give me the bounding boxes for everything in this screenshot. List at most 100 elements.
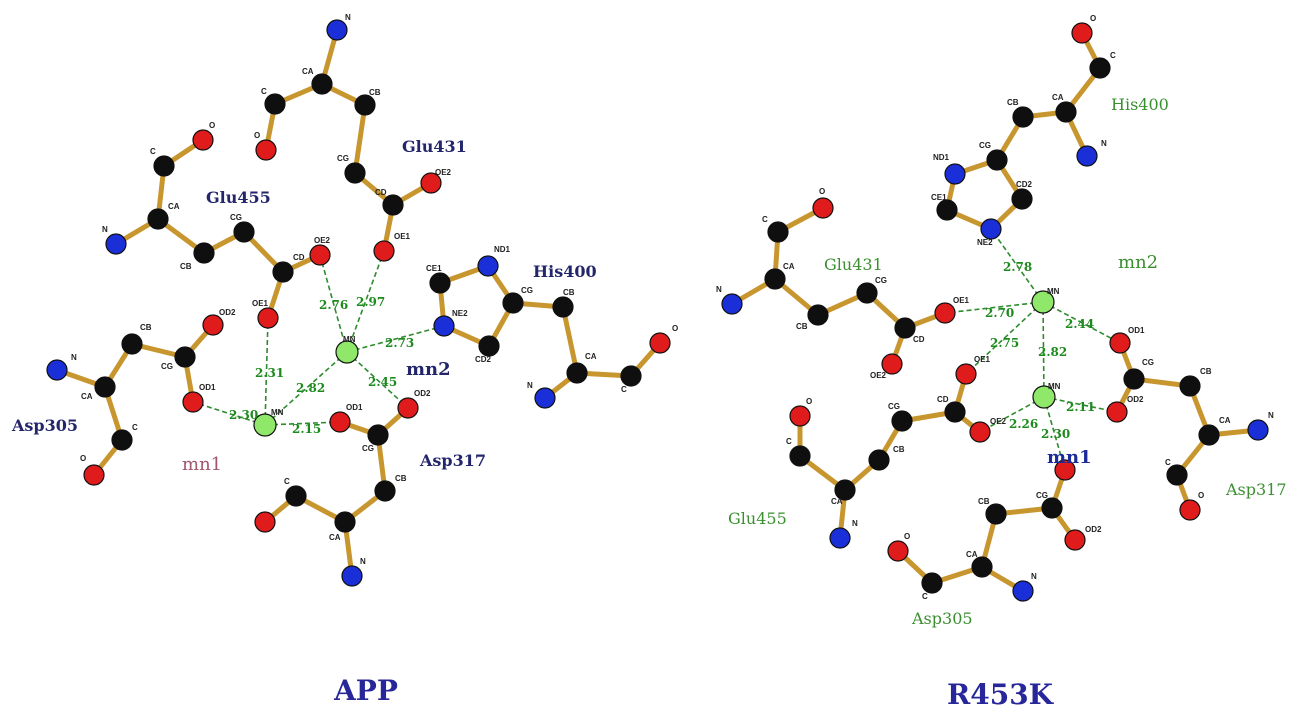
distance-label: 2.45 [368, 375, 397, 389]
atom-name-label: CA [329, 533, 341, 542]
atom-name-label: C [132, 423, 138, 432]
carbon-atom [174, 346, 196, 368]
atom-name-label: CB [180, 262, 192, 271]
atom-name-label: CA [966, 550, 978, 559]
atom-name-label: CE1 [426, 264, 442, 273]
atom-name-label: CG [521, 286, 533, 295]
atom-name-label: CA [1052, 93, 1064, 102]
nitrogen-atom [477, 255, 499, 277]
distance-label: 2.97 [356, 295, 385, 309]
distance-label: 2.70 [985, 306, 1014, 320]
oxygen-atom [254, 511, 276, 533]
atom-name-label: O [806, 397, 812, 406]
carbon-atom [807, 304, 829, 326]
carbon-atom [1166, 464, 1188, 486]
carbon-atom [985, 503, 1007, 525]
nitrogen-atom [433, 315, 455, 337]
atom-name-label: C [1165, 458, 1171, 467]
distance-label: 2.31 [255, 366, 284, 380]
atom-name-label: C [261, 87, 267, 96]
atom-name-label: O [1090, 14, 1096, 23]
atom-name-label: CA [831, 497, 843, 506]
atom-name-label: OD2 [1127, 395, 1144, 404]
atom-name-label: CG [161, 362, 173, 371]
atom-name-label: CB [140, 323, 152, 332]
atom-name-label: N [102, 225, 108, 234]
atom-name-label: OE2 [314, 236, 331, 245]
metal-label-mn2: mn2 [1118, 252, 1158, 273]
atom-name-label: CD [937, 395, 949, 404]
atom-name-label: OD1 [1128, 326, 1145, 335]
distance-label: 2.30 [1041, 427, 1070, 441]
coordination-bond [264, 421, 341, 426]
nitrogen-atom [105, 233, 127, 255]
atom-name-label: N [852, 519, 858, 528]
coordination-bond [965, 301, 1044, 375]
oxygen-atom [309, 244, 331, 266]
oxygen-atom [955, 363, 977, 385]
atom-name-label: OD2 [1085, 525, 1102, 534]
atom-name-label: OE1 [974, 355, 991, 364]
atom-name-label: CA [81, 392, 93, 401]
atom-name-label: CA [585, 352, 597, 361]
atom-name-label: N [71, 353, 77, 362]
nitrogen-atom [534, 387, 556, 409]
atom-name-label: OE1 [394, 232, 411, 241]
carbon-atom [1198, 424, 1220, 446]
atom-name-label: CD [913, 335, 925, 344]
carbon-atom [789, 445, 811, 467]
atom-name-label: OD2 [414, 389, 431, 398]
coordination-bond [990, 228, 1044, 303]
coordination-bond [319, 254, 348, 353]
oxygen-atom [649, 332, 671, 354]
atom-name-label: C [1110, 51, 1116, 60]
atom-name-label: CG [888, 402, 900, 411]
carbon-atom [1055, 101, 1077, 123]
oxygen-atom [812, 197, 834, 219]
coordination-bond [264, 351, 348, 426]
oxygen-atom [373, 240, 395, 262]
manganese-ion [253, 413, 277, 437]
residue-label-glu455: Glu455 [206, 188, 271, 207]
atom-label-layer: NCACOCBCGCDOE2OE1COCANCBCGCDOE2OE1CE1ND1… [71, 13, 1274, 601]
oxygen-atom [1179, 499, 1201, 521]
nitrogen-atom [829, 527, 851, 549]
carbon-atom [285, 485, 307, 507]
residue-label-glu431: Glu431 [824, 255, 883, 274]
carbon-atom [1041, 497, 1063, 519]
carbon-atom [856, 282, 878, 304]
atom-name-label: OE1 [953, 296, 970, 305]
carbon-atom [367, 424, 389, 446]
oxygen-atom [1054, 459, 1076, 481]
atom-name-label: N [1268, 411, 1274, 420]
covalent-bond [560, 304, 580, 376]
atom-name-label: C [786, 437, 792, 446]
oxygen-atom [329, 411, 351, 433]
atom-name-label: C [150, 147, 156, 156]
atom-name-label: OE2 [990, 417, 1007, 426]
atom-name-label: CA [168, 202, 180, 211]
atom-name-label: O [254, 131, 260, 140]
carbon-atom [382, 194, 404, 216]
atom-name-label: N [716, 285, 722, 294]
coordination-bond [346, 250, 385, 353]
coordination-bond [264, 317, 269, 426]
atom-name-label: CB [563, 288, 575, 297]
atom-layer [46, 19, 1269, 602]
oxygen-atom [420, 172, 442, 194]
carbon-atom [311, 73, 333, 95]
atom-name-label: CB [1007, 98, 1019, 107]
atom-name-label: N [1031, 572, 1037, 581]
oxygen-atom [789, 405, 811, 427]
carbon-atom [478, 335, 500, 357]
atom-name-label: O [80, 454, 86, 463]
carbon-atom [566, 362, 588, 384]
coordination-bond [1042, 301, 1121, 344]
atom-name-label: NE2 [977, 238, 993, 247]
atom-name-label: CB [395, 474, 407, 483]
carbon-atom [767, 221, 789, 243]
carbon-atom [1012, 106, 1034, 128]
nitrogen-atom [326, 19, 348, 41]
carbon-atom [894, 317, 916, 339]
atom-name-label: CA [302, 67, 314, 76]
